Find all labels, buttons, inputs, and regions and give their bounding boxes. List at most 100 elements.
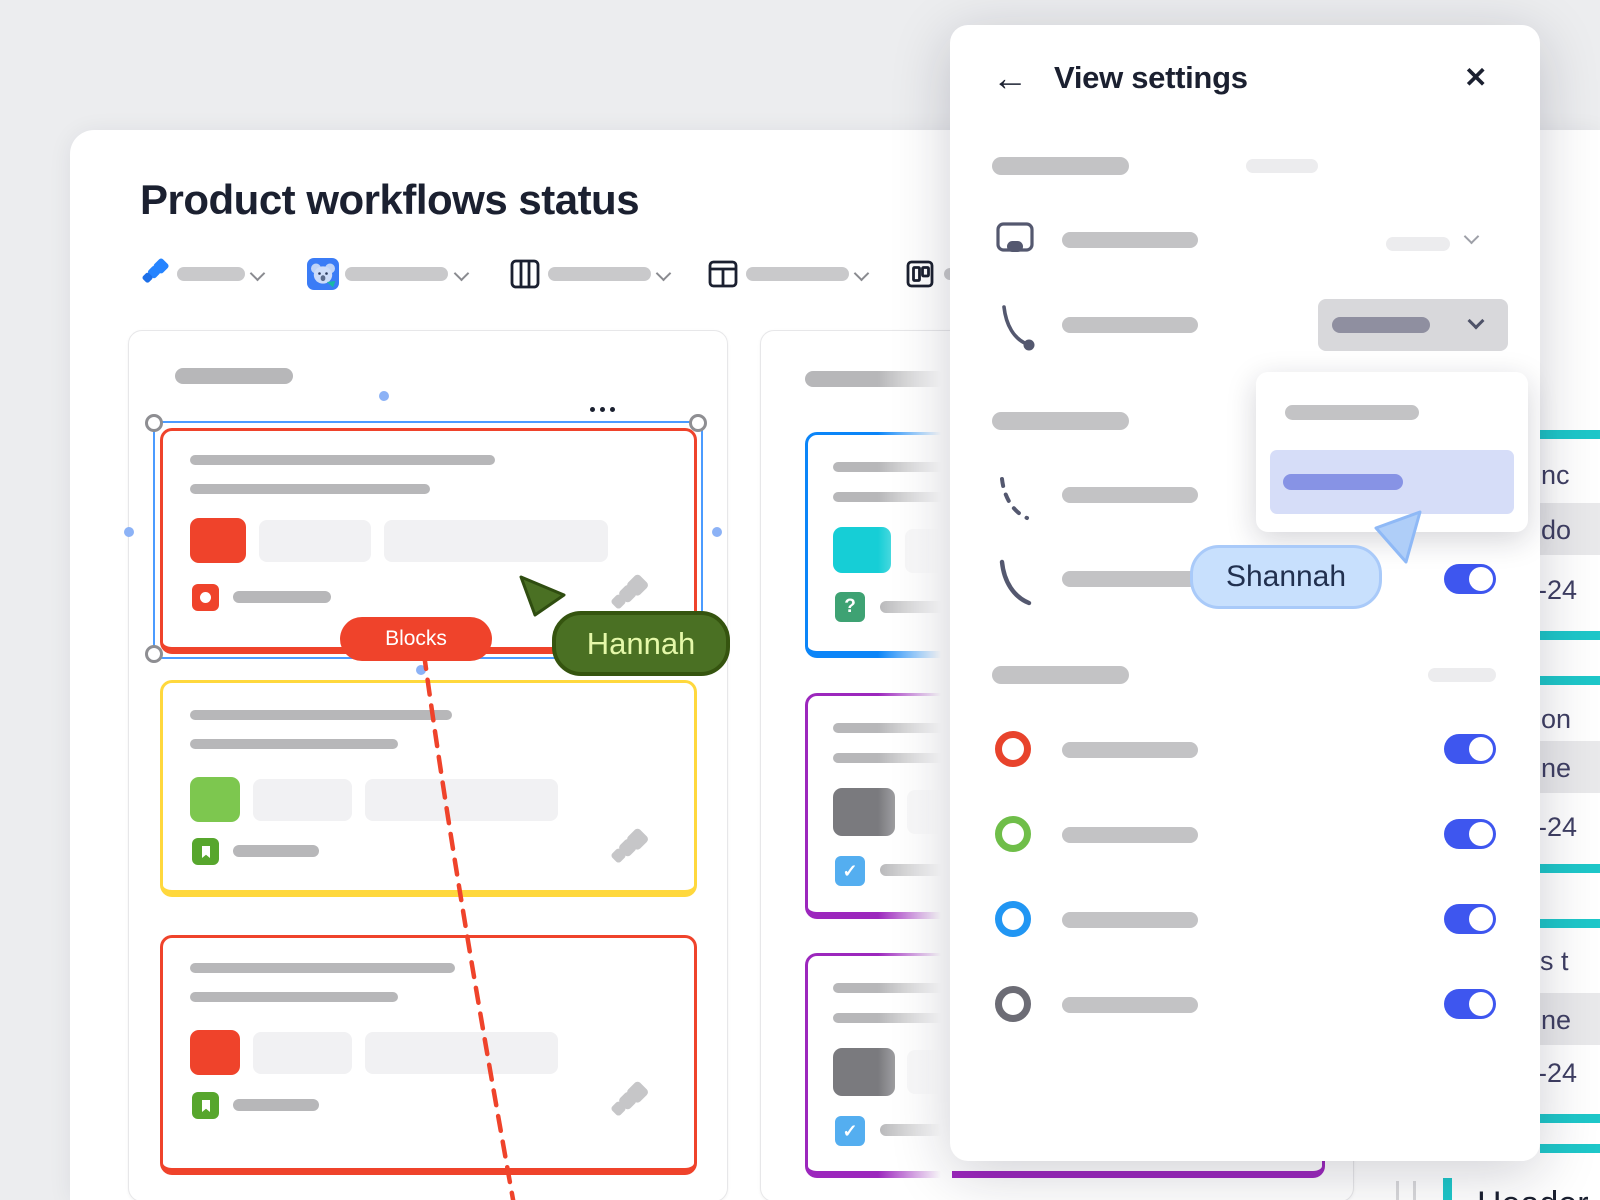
status-ring-green-icon	[995, 816, 1031, 852]
table-cell-band	[1540, 503, 1600, 555]
tag-skeleton	[259, 520, 371, 562]
tag-skeleton	[384, 520, 608, 562]
setting-toggle[interactable]	[1444, 564, 1496, 594]
status-chip	[190, 1030, 240, 1075]
connector-anchor[interactable]	[379, 391, 389, 401]
table-column-line	[1396, 1181, 1399, 1200]
table-cell-fragment: s t	[1540, 946, 1569, 976]
table-cell-fragment: -24	[1538, 1058, 1578, 1088]
status-toggle[interactable]	[1444, 904, 1496, 934]
hannah-cursor-icon	[518, 574, 568, 625]
table-header-fragment: Header up	[1477, 1185, 1600, 1200]
setting-label-skeleton	[1062, 571, 1198, 587]
toolbar-filter-skeleton[interactable]	[548, 267, 651, 281]
columns-icon	[510, 259, 540, 289]
shannah-cursor-icon	[1374, 510, 1422, 571]
kanban-icon	[905, 259, 935, 289]
section-action-skeleton[interactable]	[1428, 668, 1496, 682]
toolbar-filter-skeleton[interactable]	[177, 267, 245, 281]
table-cell-fragment: ne	[1541, 1005, 1572, 1035]
section-action-skeleton[interactable]	[1246, 159, 1318, 173]
status-label-skeleton	[1062, 997, 1198, 1013]
status-ring-red-icon	[995, 731, 1031, 767]
card-title-skeleton	[190, 710, 452, 720]
status-toggle[interactable]	[1444, 989, 1496, 1019]
card-title-skeleton	[190, 963, 455, 973]
tag-skeleton	[253, 1032, 352, 1074]
connector-style-icon	[998, 303, 1038, 358]
page-title: Product workflows status	[140, 176, 640, 223]
story-type-icon	[192, 1092, 219, 1119]
solid-connector-icon	[996, 558, 1038, 615]
status-toggle[interactable]	[1444, 734, 1496, 764]
panel-edge-fade	[878, 332, 952, 1198]
hannah-cursor-label: Hannah	[552, 611, 730, 676]
more-menu-icon[interactable]	[585, 399, 615, 417]
setting-label-skeleton	[1062, 317, 1198, 333]
connector-anchor[interactable]	[712, 527, 722, 537]
dropdown-option-value-skeleton	[1283, 474, 1403, 490]
shannah-cursor-label: Shannah	[1190, 545, 1382, 609]
status-toggle[interactable]	[1444, 819, 1496, 849]
table-cell-fragment: -24	[1538, 812, 1578, 842]
table-cell-band	[1540, 741, 1600, 793]
issue-key-skeleton	[233, 591, 331, 603]
status-label-skeleton	[1062, 742, 1198, 758]
back-icon[interactable]: ←	[992, 57, 1028, 98]
tag-skeleton	[365, 779, 558, 821]
resize-handle[interactable]	[689, 414, 707, 432]
column-title-skeleton	[175, 368, 293, 384]
status-label-skeleton	[1062, 912, 1198, 928]
card-title-skeleton	[190, 739, 398, 749]
section-header-skeleton	[992, 666, 1129, 684]
card-title-skeleton	[190, 992, 398, 1002]
jira-logo-icon	[608, 828, 650, 875]
toolbar-filter-skeleton[interactable]	[345, 267, 448, 281]
panel-title: View settings	[1054, 60, 1248, 95]
story-type-icon	[192, 838, 219, 865]
dashed-connector-icon	[996, 475, 1038, 532]
bug-type-icon	[192, 584, 219, 611]
task-check-icon: ✓	[835, 1116, 865, 1146]
connector-anchor[interactable]	[124, 527, 134, 537]
table-cell-fragment: on	[1541, 704, 1572, 734]
table-row-divider	[1540, 676, 1600, 685]
tag-skeleton	[365, 1032, 558, 1074]
table-row-divider	[1540, 919, 1600, 928]
status-label-skeleton	[1062, 827, 1198, 843]
status-chip	[190, 518, 246, 563]
table-row-divider	[1540, 864, 1600, 873]
table-accent-bar	[1443, 1178, 1452, 1200]
question-type-icon: ?	[835, 592, 865, 622]
table-cell-fragment: -24	[1538, 575, 1578, 605]
select-value-skeleton	[1332, 317, 1430, 333]
resize-handle[interactable]	[145, 414, 163, 432]
section-header-skeleton	[992, 157, 1129, 175]
close-icon[interactable]: ✕	[1464, 62, 1488, 93]
issue-key-skeleton	[233, 845, 319, 857]
tag-skeleton	[253, 779, 352, 821]
status-ring-gray-icon	[995, 986, 1031, 1022]
toolbar-filter-skeleton[interactable]	[746, 267, 849, 281]
table-cell-fragment: ne	[1541, 753, 1572, 783]
issue-key-skeleton	[233, 1099, 319, 1111]
koala-app-icon	[307, 258, 339, 290]
connector-label[interactable]: Blocks	[340, 617, 492, 661]
card-title-skeleton	[190, 484, 430, 494]
connector-anchor[interactable]	[416, 665, 426, 675]
status-chip	[190, 777, 240, 822]
table-column-line	[1413, 1181, 1416, 1200]
setting-value-skeleton[interactable]	[1386, 237, 1450, 251]
setting-label-skeleton	[1062, 232, 1198, 248]
table-icon	[708, 259, 738, 289]
jira-logo-icon	[608, 574, 650, 621]
jira-logo-icon	[608, 1081, 650, 1128]
table-row-divider	[1540, 631, 1600, 640]
task-check-icon: ✓	[835, 856, 865, 886]
card-title-skeleton	[190, 455, 495, 465]
dropdown-option-skeleton[interactable]	[1285, 405, 1419, 420]
status-ring-blue-icon	[995, 901, 1031, 937]
resize-handle[interactable]	[145, 645, 163, 663]
section-header-skeleton	[992, 412, 1129, 430]
